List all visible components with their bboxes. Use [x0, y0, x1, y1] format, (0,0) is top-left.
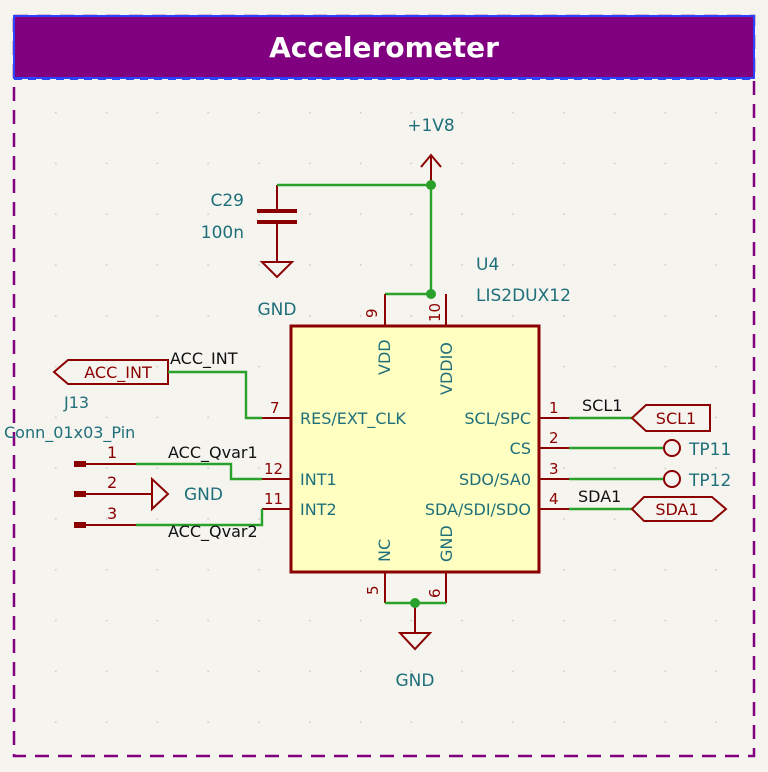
sda1-label-shape[interactable]: [630, 496, 728, 522]
pin-4-number: 4: [549, 490, 559, 508]
ic-reference: U4: [476, 255, 499, 275]
pin-7-number: 7: [270, 399, 280, 417]
pin-2-number: 2: [549, 429, 559, 447]
tp12-label: TP12: [688, 471, 731, 491]
gnd-bottom-symbol: [397, 632, 433, 651]
net-scl1: SCL1: [582, 396, 622, 415]
pin-11-number: 11: [264, 490, 283, 508]
net-acc-int: ACC_INT: [170, 349, 238, 369]
cap-value: 100n: [201, 223, 244, 243]
conn-pin3-end: [74, 522, 86, 528]
acc-int-label-text: ACC_INT: [84, 363, 152, 383]
ic-u4-body: [289, 324, 541, 574]
connector-reference: J13: [63, 393, 89, 412]
conn-pin1-end: [74, 461, 86, 467]
junction-supply-pins: [426, 289, 436, 299]
power-1v8-arrow: [420, 153, 442, 168]
net-acc-qvar2: ACC_Qvar2: [168, 522, 258, 542]
pin-6-number: 6: [426, 588, 444, 598]
conn-pin2-end: [74, 491, 86, 497]
scl1-label-shape[interactable]: [630, 404, 711, 432]
conn-pin3-number: 3: [107, 504, 117, 523]
gnd-cap-label: GND: [258, 300, 297, 320]
conn-gnd-label: GND: [184, 485, 223, 505]
wire-acc-qvar2: [136, 509, 264, 527]
sheet-title-bar: [14, 16, 754, 78]
ic-part-number: LIS2DUX12: [476, 286, 571, 306]
pin-12-name: INT1: [300, 470, 337, 489]
pin-10-number: 10: [426, 303, 444, 322]
pin-5-name: NC: [375, 539, 394, 562]
conn-pin1-number: 1: [107, 443, 117, 462]
gnd-bottom-label: GND: [396, 671, 435, 691]
gnd-cap-symbol: [259, 261, 295, 279]
pin-5-number: 5: [364, 585, 382, 595]
pin-11-name: INT2: [300, 500, 337, 519]
pin-3-number: 3: [549, 460, 559, 478]
power-1v8-label: +1V8: [407, 116, 455, 136]
sheet-title: Accelerometer: [269, 31, 499, 64]
pin-3-name: SDO/SA0: [459, 470, 531, 489]
tp11-symbol: [663, 439, 681, 457]
conn-gnd-symbol: [151, 476, 170, 512]
pin-2-name: CS: [510, 439, 531, 458]
sda1-label-text: SDA1: [655, 500, 698, 519]
pin-10-name: VDDIO: [437, 342, 456, 395]
net-acc-qvar1: ACC_Qvar1: [168, 443, 258, 463]
pin-9-name: VDD: [375, 339, 394, 375]
pin-12-number: 12: [264, 460, 283, 478]
pin-6-name: GND: [437, 525, 456, 562]
wire-acc-int: [168, 370, 262, 420]
pin-9-number: 9: [363, 308, 381, 318]
pin-1-number: 1: [549, 399, 559, 417]
pin-7-name: RES/EXT_CLK: [300, 409, 406, 429]
cap-reference: C29: [210, 191, 244, 211]
conn-pin2-number: 2: [107, 473, 117, 492]
tp11-label: TP11: [688, 440, 731, 460]
net-sda1: SDA1: [578, 487, 621, 506]
junction-bottom-gnd: [410, 598, 420, 608]
scl1-label-text: SCL1: [656, 409, 696, 428]
junction-supply-top: [426, 180, 436, 190]
wire-acc-qvar1: [136, 462, 262, 481]
pin-1-name: SCL/SPC: [464, 409, 531, 428]
pin-4-name: SDA/SDI/SDO: [425, 500, 531, 519]
connector-value: Conn_01x03_Pin: [4, 423, 135, 443]
tp12-symbol: [663, 470, 681, 488]
